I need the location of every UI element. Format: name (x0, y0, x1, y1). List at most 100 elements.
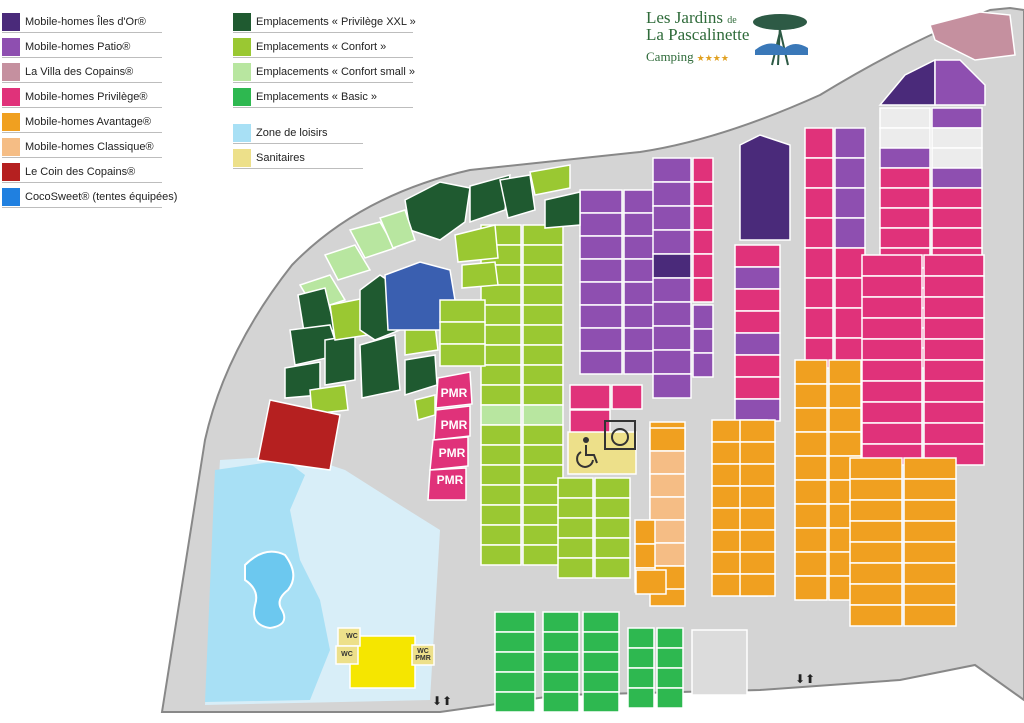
lot-basic[interactable] (582, 671, 620, 693)
lot-confort[interactable] (480, 444, 522, 466)
lot-patio[interactable] (579, 281, 623, 306)
lot-privilege-pmr[interactable] (435, 371, 473, 409)
lot-confort[interactable] (480, 524, 522, 546)
lot-avantage[interactable] (634, 543, 656, 569)
lot-privilege[interactable] (931, 187, 983, 209)
zone-legend-item[interactable]: Sanitaires (233, 148, 363, 169)
lot-basic[interactable] (582, 631, 620, 653)
lot-privilege-pmr[interactable] (433, 405, 471, 441)
lot-patio[interactable] (652, 277, 692, 303)
lot-privilege[interactable] (569, 409, 611, 435)
lot-privilege[interactable] (692, 205, 714, 231)
lot-basic[interactable] (542, 631, 580, 653)
lot-confort[interactable] (454, 224, 499, 263)
lot-basic[interactable] (494, 611, 536, 633)
lot-privilege[interactable] (804, 307, 834, 339)
lot-avantage[interactable] (739, 573, 776, 597)
lot-avantage[interactable] (739, 485, 776, 509)
lot-avantage[interactable] (794, 383, 828, 409)
lot-privilege[interactable] (923, 275, 985, 298)
lot-patio[interactable] (652, 373, 692, 399)
lot-patio[interactable] (692, 352, 714, 378)
lot-coin-des-copains[interactable] (257, 399, 341, 471)
lot-avantage[interactable] (794, 431, 828, 457)
lot-patio[interactable] (834, 217, 866, 249)
lot-privilege[interactable] (692, 157, 714, 183)
lot-patio[interactable] (652, 301, 692, 327)
lot-privilege[interactable] (931, 227, 983, 249)
lot-privilege[interactable] (692, 277, 714, 303)
lot-avantage[interactable] (794, 407, 828, 433)
lot-confort[interactable] (480, 364, 522, 386)
lot-confort[interactable] (480, 424, 522, 446)
lot-confort[interactable] (480, 384, 522, 406)
accommodation-legend-item[interactable]: Le Coin des Copains® (2, 162, 162, 183)
lot-patio[interactable] (579, 258, 623, 283)
lot-privilege[interactable] (879, 227, 931, 249)
lot-privilege[interactable] (923, 338, 985, 361)
lot-confort[interactable] (480, 464, 522, 486)
lot-privilege[interactable] (804, 217, 834, 249)
wc-pmr-block[interactable] (411, 644, 435, 666)
lot-confort[interactable] (594, 517, 631, 539)
lot-confort[interactable] (522, 384, 564, 406)
vacant-lot[interactable] (691, 629, 748, 696)
lot-patio[interactable] (652, 157, 692, 183)
lot-basic[interactable] (656, 687, 684, 709)
zone-legend-item[interactable]: Zone de loisirs (233, 123, 363, 144)
lot-avantage[interactable] (794, 479, 828, 505)
lot-avantage[interactable] (739, 529, 776, 553)
lot-villa[interactable] (929, 11, 1016, 61)
lot-patio[interactable] (579, 212, 623, 237)
accommodation-legend-item[interactable]: Mobile-homes Avantage® (2, 112, 162, 133)
lot-privilege[interactable] (861, 359, 923, 382)
lot-confort[interactable] (594, 497, 631, 519)
lot-basic[interactable] (542, 651, 580, 673)
lot-classique[interactable] (649, 427, 686, 452)
lot-privilege[interactable] (861, 296, 923, 319)
lot-confort[interactable] (480, 404, 522, 426)
lot-privilege[interactable] (923, 254, 985, 277)
lot-xxl[interactable] (359, 334, 401, 399)
lot-avantage[interactable] (849, 478, 903, 501)
lot-basic[interactable] (627, 647, 655, 669)
lot-avantage[interactable] (794, 527, 828, 553)
pool[interactable] (244, 550, 295, 630)
lot-patio[interactable] (692, 328, 714, 354)
pitch-legend-item[interactable]: Emplacements « Confort small » (233, 62, 415, 83)
lot-privilege[interactable] (923, 422, 985, 445)
lot-privilege[interactable] (923, 380, 985, 403)
lot-basic[interactable] (656, 627, 684, 649)
lot-patio[interactable] (579, 327, 623, 352)
lot-privilege[interactable] (879, 187, 931, 209)
lot-privilege[interactable] (879, 207, 931, 229)
lot-avantage[interactable] (849, 520, 903, 543)
lot-patio[interactable] (652, 229, 692, 255)
lot-patio[interactable] (652, 253, 692, 279)
accommodation-legend-item[interactable]: Mobile-homes Patio® (2, 37, 162, 58)
lot-basic[interactable] (494, 651, 536, 673)
lot-confort[interactable] (557, 557, 594, 579)
lot-privilege[interactable] (931, 107, 983, 129)
lot-avantage[interactable] (903, 457, 957, 480)
lot-confort[interactable] (522, 344, 564, 366)
lot-confort[interactable] (594, 537, 631, 559)
lot-confort[interactable] (522, 444, 564, 466)
lot-privilege[interactable] (931, 167, 983, 189)
lot-patio[interactable] (834, 307, 866, 339)
lot-confort[interactable] (480, 504, 522, 526)
lot-avantage[interactable] (903, 562, 957, 585)
lot-privilege[interactable] (692, 181, 714, 207)
lot-confort[interactable] (557, 497, 594, 519)
lot-avantage[interactable] (849, 604, 903, 627)
lot-confort[interactable] (594, 477, 631, 499)
lot-privilege[interactable] (861, 380, 923, 403)
lot-avantage[interactable] (903, 499, 957, 522)
pitch-legend-item[interactable]: Emplacements « Privilège XXL » (233, 12, 416, 33)
lot-privilege[interactable] (923, 296, 985, 319)
lot-privilege[interactable] (692, 229, 714, 255)
lot-privilege[interactable] (611, 384, 643, 410)
lot-privilege[interactable] (692, 253, 714, 279)
lot-privilege[interactable] (734, 354, 781, 378)
lot-avantage[interactable] (794, 359, 828, 385)
